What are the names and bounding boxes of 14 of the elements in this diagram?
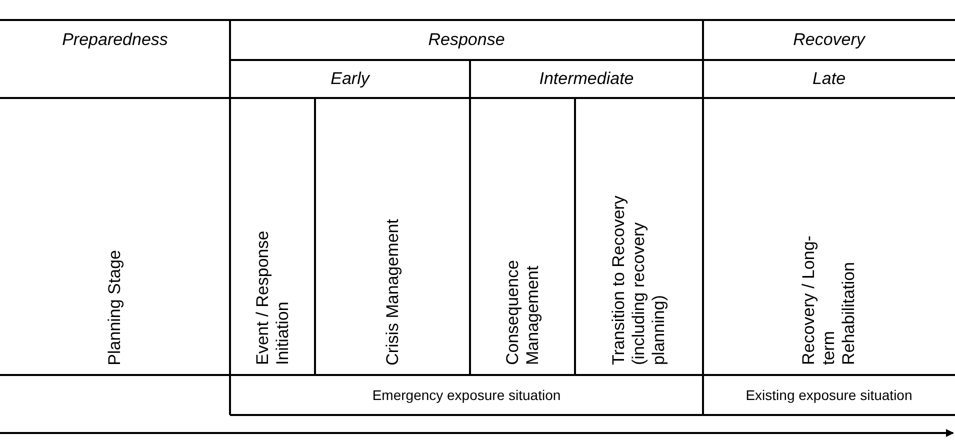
phase-heading: Response: [428, 30, 505, 50]
phase-heading: Preparedness: [62, 30, 168, 50]
stage-label: Consequence Management: [502, 259, 542, 365]
phase-heading: Intermediate: [539, 69, 634, 89]
stage-label: Event / Response Initiation: [252, 230, 292, 365]
stage-label: Transition to Recovery (including recovery planning): [609, 194, 669, 365]
phase-heading: Late: [812, 69, 846, 89]
stage-label: Planning Stage: [105, 250, 125, 365]
stage-label: Crisis Management: [382, 218, 402, 365]
phase-heading: Early: [330, 69, 370, 89]
stage-label: Recovery / Long-term Rehabilitation: [799, 234, 859, 365]
phase-heading: Recovery: [793, 30, 865, 50]
situation-label: Emergency exposure situation: [372, 387, 561, 403]
situation-label: Existing exposure situation: [746, 387, 912, 403]
